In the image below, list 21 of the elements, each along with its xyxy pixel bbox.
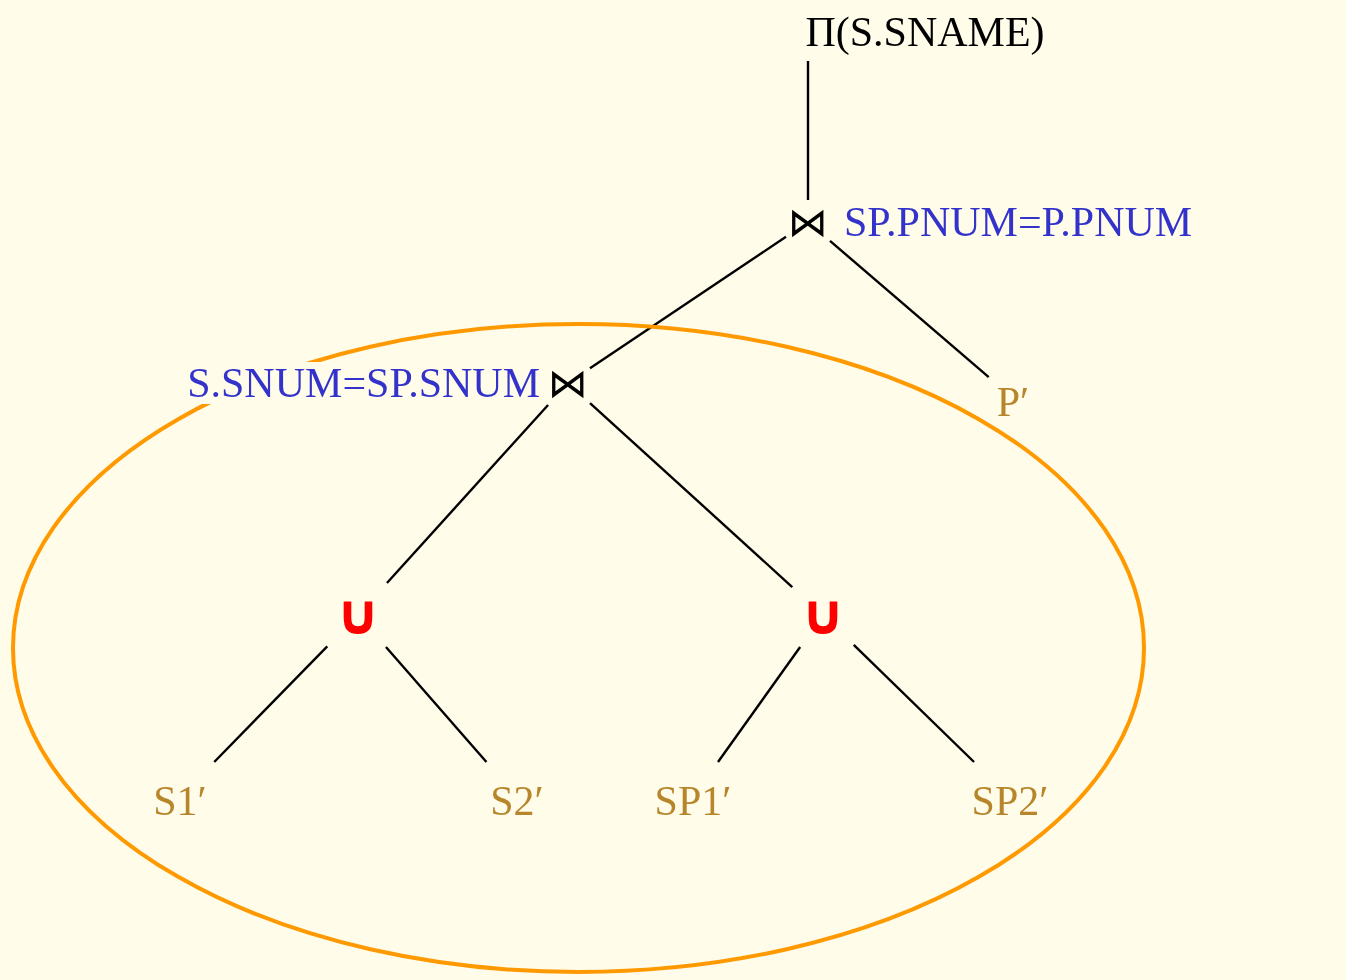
union-symbol: ∪ <box>327 583 389 647</box>
tree-edge <box>589 402 794 588</box>
relation-name: SP2′ <box>963 762 1057 832</box>
tree-edge <box>589 235 787 370</box>
join-symbol: ⋈ <box>786 200 830 244</box>
union-symbol: ∪ <box>792 583 854 647</box>
tree-edge <box>213 645 329 763</box>
tree-edge <box>852 644 975 763</box>
tree-edge <box>386 404 549 584</box>
tree-edge <box>829 239 990 379</box>
ellipse-outline <box>10 321 1147 975</box>
relation-name: P′ <box>988 363 1038 433</box>
tree-edge <box>717 646 802 763</box>
relation-name: S2′ <box>482 762 552 832</box>
projection-operator: Π(S.SNAME) <box>801 3 1049 61</box>
relation-name: SP1′ <box>646 762 740 832</box>
relation-name: S1′ <box>145 762 215 832</box>
tree-edge <box>385 646 488 763</box>
join-symbol: ⋈ <box>546 361 590 405</box>
join-condition: S.SNUM=SP.SNUM <box>187 362 540 404</box>
tree-edge <box>806 61 810 200</box>
